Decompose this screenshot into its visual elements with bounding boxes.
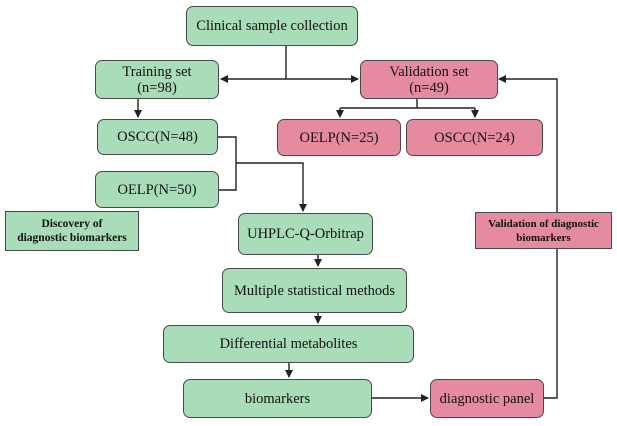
statistical-methods-label: Multiple statistical methods bbox=[233, 282, 396, 299]
oelp-training-node: OELP(N=50) bbox=[95, 171, 219, 208]
training-set-count: (n=98) bbox=[137, 79, 177, 96]
clinical-sample-label: Clinical sample collection bbox=[196, 18, 348, 34]
training-set-node: Training set (n=98) bbox=[95, 60, 219, 99]
oscc-training-label: OSCC(N=48) bbox=[117, 129, 198, 145]
oelp-validation-node: OELP(N=25) bbox=[277, 119, 401, 156]
differential-metabolites-node: Differential metabolites bbox=[163, 325, 414, 363]
oelp-training-label: OELP(N=50) bbox=[117, 181, 197, 198]
validation-label-line1: Validation of diagnostic bbox=[488, 217, 599, 230]
discovery-label-box: Discovery of diagnostic biomarkers bbox=[5, 211, 139, 251]
diagnostic-panel-label: diagnostic panel bbox=[439, 390, 535, 407]
validation-label-line2: biomarkers bbox=[516, 231, 571, 244]
statistical-methods-node: Multiple statistical methods bbox=[222, 268, 407, 313]
arrow-to-uhplc bbox=[236, 162, 307, 212]
clinical-sample-node: Clinical sample collection bbox=[186, 6, 358, 46]
oscc-training-node: OSCC(N=48) bbox=[97, 119, 218, 155]
oscc-validation-node: OSCC(N=24) bbox=[406, 119, 543, 156]
diagnostic-panel-node: diagnostic panel bbox=[430, 379, 544, 418]
validation-set-node: Validation set (n=49) bbox=[360, 60, 498, 99]
discovery-label-line1: Discovery of bbox=[41, 218, 103, 230]
connector-oscc-bracket bbox=[218, 136, 237, 191]
oelp-validation-label: OELP(N=25) bbox=[299, 129, 379, 146]
discovery-label-line2: diagnostic biomarkers bbox=[17, 232, 127, 244]
biomarkers-node: biomarkers bbox=[183, 379, 372, 418]
uhplc-label: UHPLC-Q-Orbitrap bbox=[247, 226, 364, 242]
differential-metabolites-label: Differential metabolites bbox=[219, 336, 358, 352]
training-set-label: Training set bbox=[122, 63, 192, 80]
validation-set-label: Validation set bbox=[389, 63, 469, 80]
validation-set-count: (n=49) bbox=[409, 79, 449, 96]
oscc-validation-label: OSCC(N=24) bbox=[434, 129, 515, 146]
uhplc-node: UHPLC-Q-Orbitrap bbox=[238, 213, 373, 255]
validation-label-box: Validation of diagnostic biomarkers bbox=[475, 212, 612, 249]
biomarkers-label: biomarkers bbox=[244, 390, 311, 407]
